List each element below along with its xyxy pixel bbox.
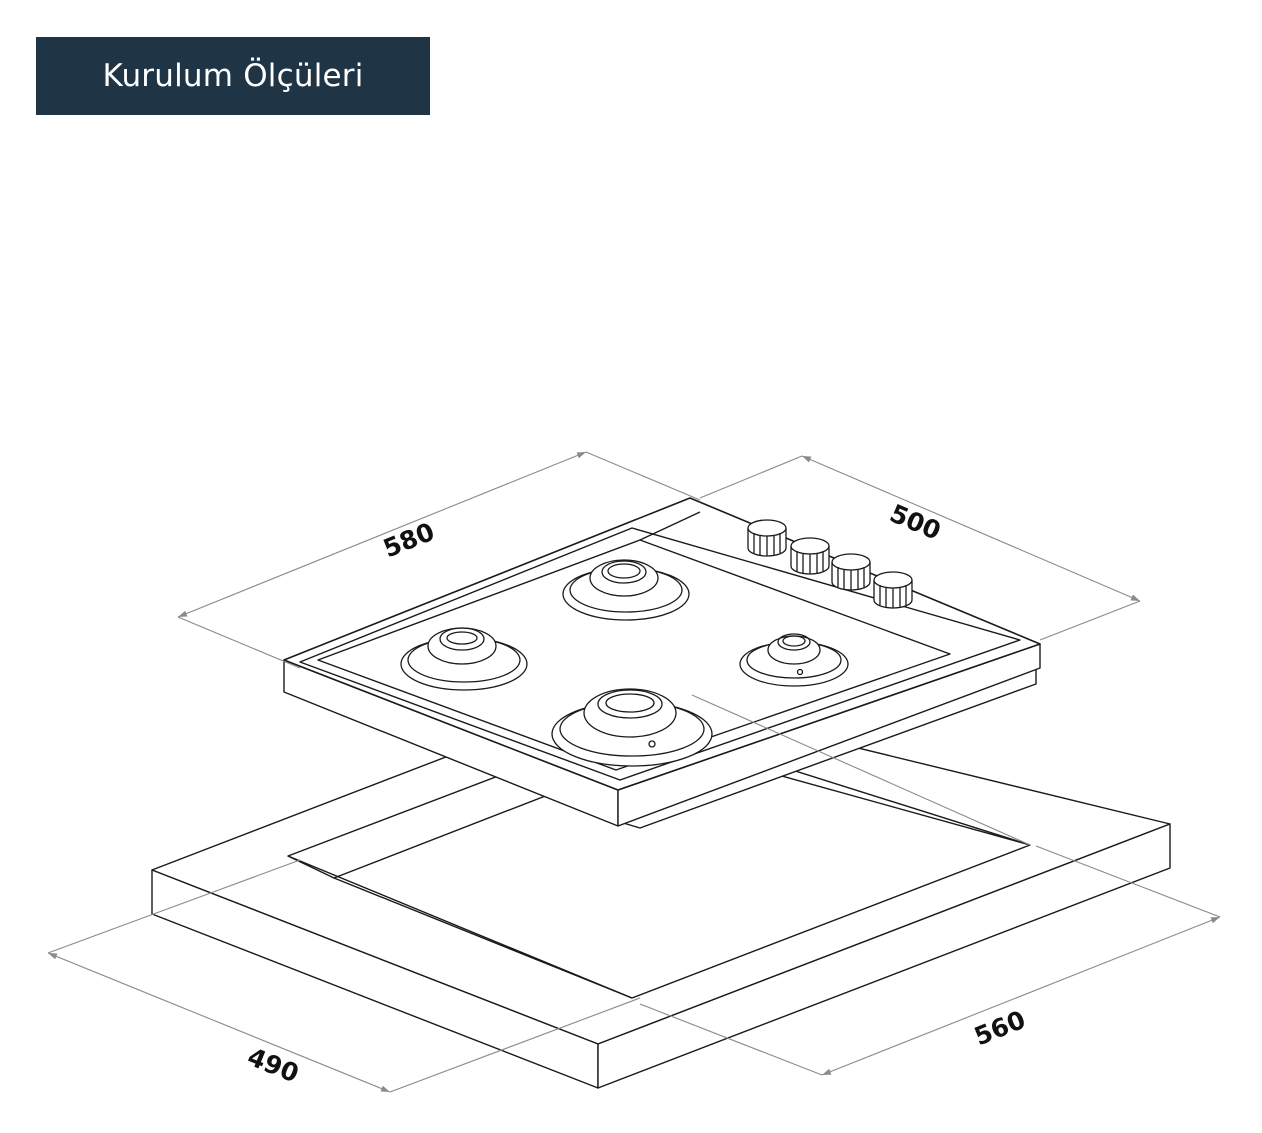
knob-2	[790, 537, 830, 575]
burner-front-large	[551, 688, 713, 767]
knob-3	[831, 553, 871, 591]
burner-left	[400, 627, 528, 691]
knob-1	[747, 519, 787, 557]
knob-4	[873, 571, 913, 609]
dimension-label-500: 500	[886, 499, 945, 546]
burner-right-small	[739, 633, 849, 687]
dimension-label-580: 580	[379, 517, 438, 563]
dimension-label-560: 560	[970, 1005, 1029, 1051]
dimension-label-490: 490	[244, 1042, 303, 1088]
dimension-lines	[47, 451, 1221, 1093]
page-title: Kurulum Ölçüleri	[36, 37, 430, 115]
